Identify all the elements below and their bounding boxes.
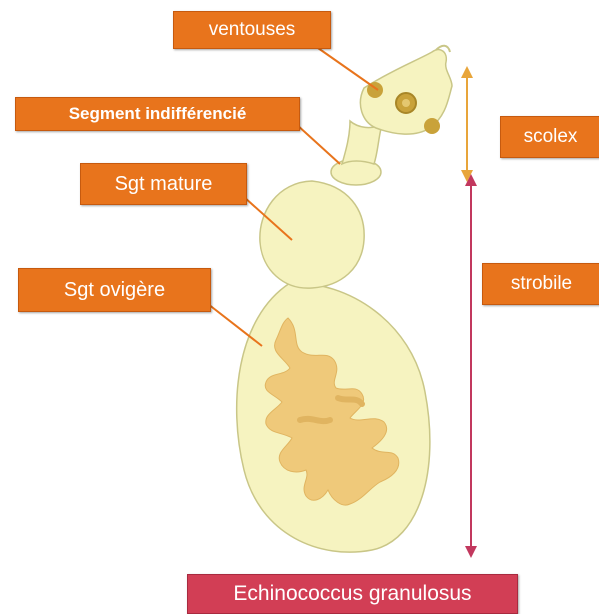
- label-scolex: scolex: [500, 116, 599, 158]
- label-ventouses: ventouses: [173, 11, 331, 49]
- label-sgt-ovigere: Sgt ovigère: [18, 268, 211, 312]
- label-strobile: strobile: [482, 263, 599, 305]
- mature-segment: [260, 181, 364, 288]
- gravid-segment: [237, 283, 430, 552]
- sucker: [424, 118, 440, 134]
- scolex: [360, 46, 452, 134]
- diagram-title: Echinococcus granulosus: [187, 574, 518, 614]
- sucker: [402, 99, 410, 107]
- label-sgt-mature: Sgt mature: [80, 163, 247, 205]
- leader-ventouses: [318, 48, 378, 90]
- leader-segment: [296, 124, 340, 164]
- label-segment-indifferencie: Segment indifférencié: [15, 97, 300, 131]
